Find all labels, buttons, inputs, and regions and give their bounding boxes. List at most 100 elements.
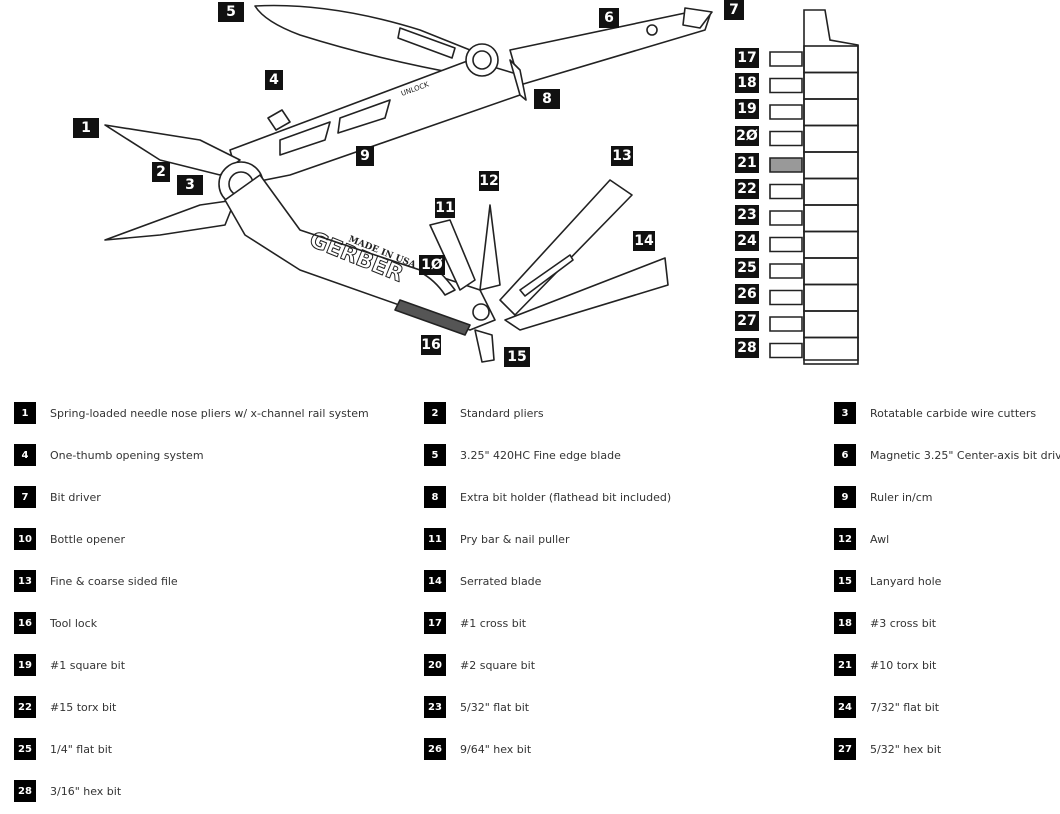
legend-label: Fine & coarse sided file [50,574,178,588]
lower-pivot [472,303,490,321]
legend-number-badge: 11 [424,528,446,550]
bit-22 [769,183,803,200]
callout-20: 2Ø [735,126,759,146]
callout-28: 28 [735,338,759,358]
legend-item: 21 #10 torx bit [834,654,936,676]
legend-number-badge: 25 [14,738,36,760]
bit-driver-magnet-hole [646,24,658,36]
legend-number-badge: 24 [834,696,856,718]
legend-item: 18 #3 cross bit [834,612,936,634]
legend-number-badge: 13 [14,570,36,592]
legend-label: Rotatable carbide wire cutters [870,406,1037,420]
legend-label: Standard pliers [460,406,544,420]
legend-number-badge: 18 [834,612,856,634]
legend-item: 8 Extra bit holder (flathead bit included… [424,486,671,508]
legend-item: 19#1 square bit [14,654,125,676]
legend-item: 20 #2 square bit [424,654,535,676]
legend-label: 3/16" hex bit [50,784,122,798]
legend-number-badge: 1 [14,402,36,424]
legend-number-badge: 23 [424,696,446,718]
callout-24: 24 [735,231,759,251]
handle-cutout [279,121,331,156]
legend-label: Bit driver [50,490,101,504]
legend-label: #10 torx bit [870,658,937,672]
legend-number-badge: 19 [14,654,36,676]
legend-label: Ruler in/cm [870,490,933,504]
legend-number-badge: 6 [834,444,856,466]
callout-16: 16 [421,335,441,355]
legend-item: 13 Fine & coarse sided file [14,570,178,592]
callout-12: 12 [479,171,499,191]
legend-label: 3.25" 420HC Fine edge blade [460,448,621,462]
callout-23: 23 [735,205,759,225]
lanyard-hole [474,329,495,363]
bit-23 [769,210,803,226]
legend-number-badge: 4 [14,444,36,466]
legend-label: #3 cross bit [870,616,937,630]
legend-number-badge: 27 [834,738,856,760]
bit-slots [769,45,859,365]
legend-item: 5 3.25" 420HC Fine edge blade [424,444,621,466]
legend-label: Magnetic 3.25" Center-axis bit driver [870,448,1060,462]
legend-label: Pry bar & nail puller [460,532,570,546]
legend-item: 27 5/32" hex bit [834,738,941,760]
lower-handle [224,174,496,331]
thumb-stud [267,109,291,131]
tool-lock [394,299,471,336]
legend-number-badge: 21 [834,654,856,676]
multitool-illustration: UNLOCK GERBER MADE IN USA [104,4,859,365]
legend-label: 5/32" flat bit [460,700,530,714]
legend-number-badge: 8 [424,486,446,508]
callout-10: 1Ø [419,255,445,275]
legend-label: 5/32" hex bit [870,742,942,756]
legend-label: #2 square bit [460,658,536,672]
callout-18: 18 [735,73,759,93]
legend-label: 7/32" flat bit [870,700,940,714]
legend-number-badge: 22 [14,696,36,718]
legend-number-badge: 26 [424,738,446,760]
legend-label: Bottle opener [50,532,125,546]
bit-28 [769,342,803,359]
legend-label: Awl [870,532,890,546]
bit-20 [769,130,803,147]
blade-thumb-slot [397,27,456,59]
legend-label: Tool lock [50,616,98,630]
legend-label: 1/4" flat bit [50,742,113,756]
callout-6: 6 [599,8,619,28]
legend-item: 25 1/4" flat bit [14,738,112,760]
legend-number-badge: 16 [14,612,36,634]
legend-number-badge: 10 [14,528,36,550]
bit-slot [803,336,859,365]
bit-19 [769,104,803,120]
callout-25: 25 [735,258,759,278]
bit-17 [769,51,803,67]
legend-item: 10 Bottle opener [14,528,125,550]
legend-number-badge: 17 [424,612,446,634]
pry-bar [429,219,476,291]
legend-label: Extra bit holder (flathead bit included) [460,490,672,504]
bit-27 [769,316,803,332]
callout-22: 22 [735,179,759,199]
needle-nose-pliers-upper [104,124,241,176]
callout-9: 9 [356,146,374,166]
callout-7: 7 [724,0,744,20]
legend-label: One-thumb opening system [50,448,204,462]
awl [479,204,501,291]
callout-5: 5 [218,2,244,22]
legend-number-badge: 5 [424,444,446,466]
extra-bit-holder [509,59,527,101]
legend-number-badge: 14 [424,570,446,592]
handle-cutout [337,99,391,134]
legend-number-badge: 20 [424,654,446,676]
callout-21: 21 [735,153,759,173]
legend-item: 23 5/32" flat bit [424,696,529,718]
blade-pivot-inner [472,50,492,70]
legend-label: #1 cross bit [460,616,527,630]
bit-driver-tip [682,7,713,29]
